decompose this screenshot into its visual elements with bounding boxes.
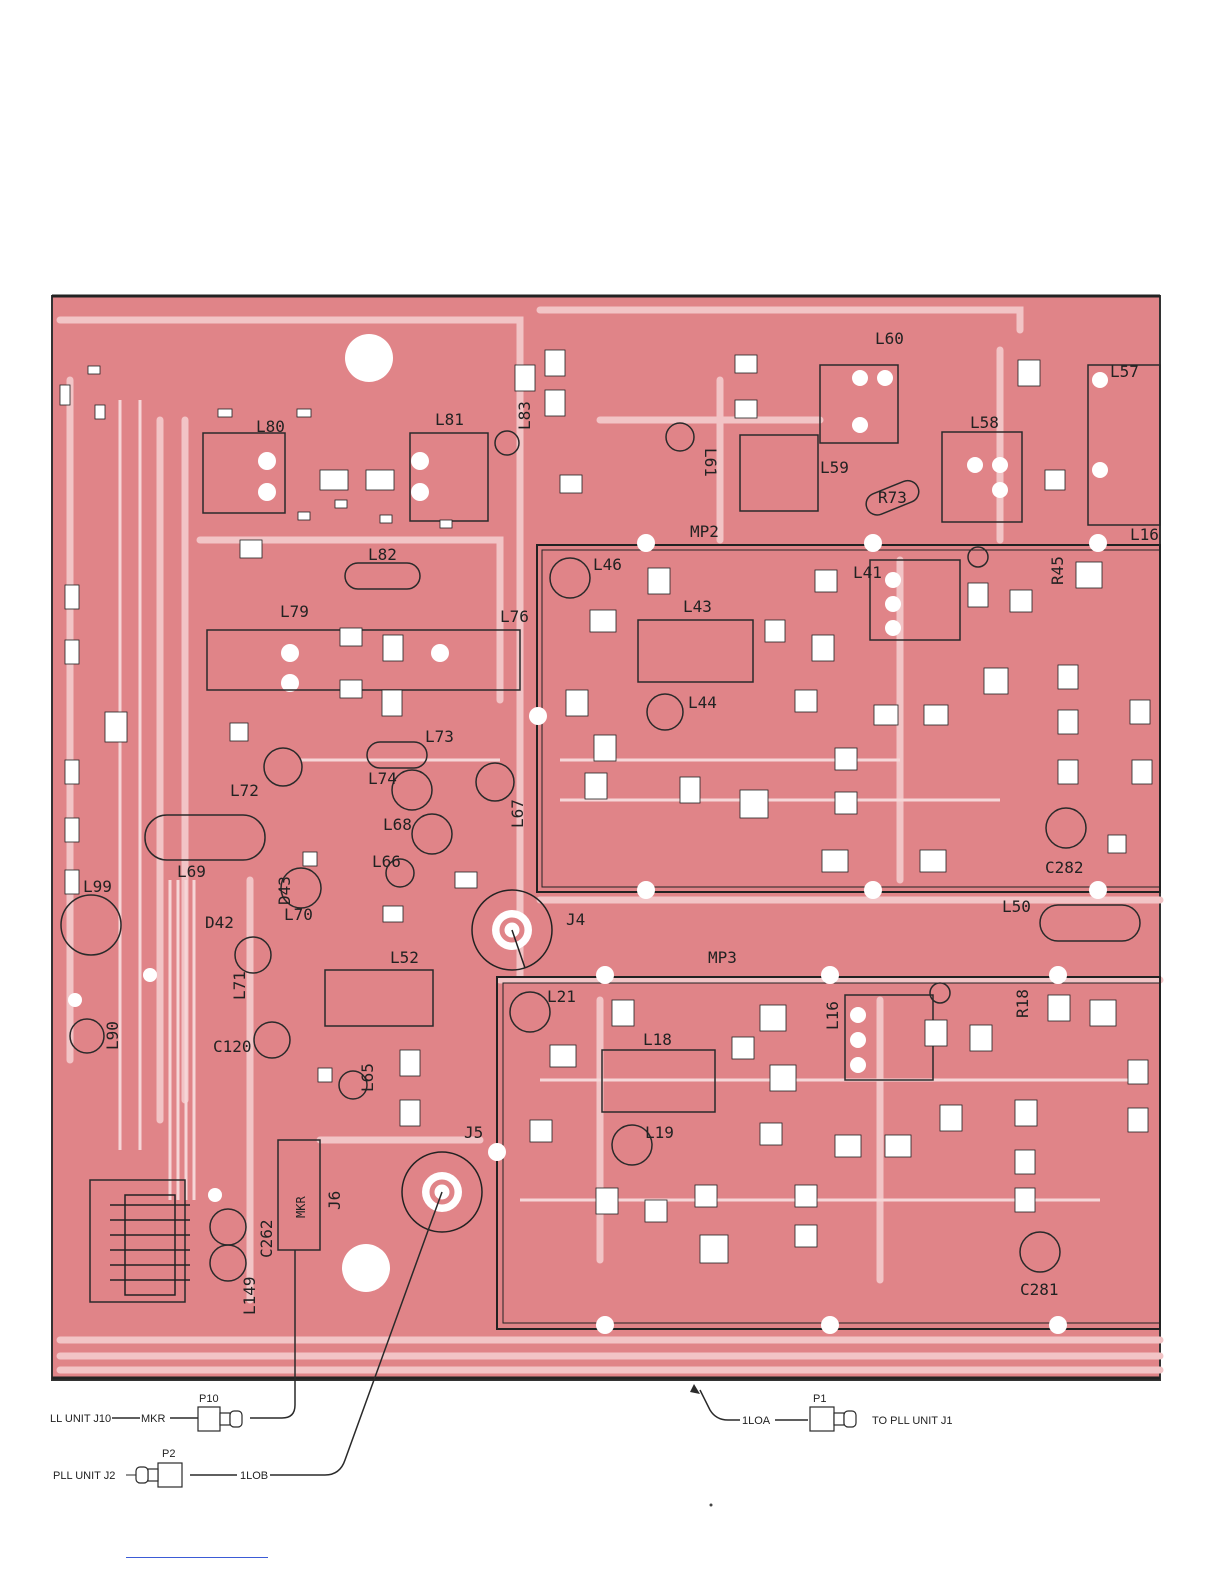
label-L67: L67 bbox=[508, 799, 527, 828]
label-L21: L21 bbox=[547, 987, 576, 1006]
label-L66: L66 bbox=[372, 852, 401, 871]
label-C281: C281 bbox=[1020, 1280, 1059, 1299]
label-L90: L90 bbox=[103, 1021, 122, 1050]
mounting-hole bbox=[345, 334, 393, 382]
label-R18: R18 bbox=[1013, 989, 1032, 1018]
label-D43: D43 bbox=[275, 876, 294, 905]
label-L65: L65 bbox=[358, 1063, 377, 1092]
label-L83: L83 bbox=[515, 401, 534, 430]
label-L99: L99 bbox=[83, 877, 112, 896]
label-L52: L52 bbox=[390, 948, 419, 967]
label-L149: L149 bbox=[240, 1276, 259, 1315]
label-L61: L61 bbox=[701, 448, 720, 477]
label-MKR: MKR bbox=[294, 1196, 308, 1218]
label-L72: L72 bbox=[230, 781, 259, 800]
label-MP2: MP2 bbox=[690, 522, 719, 541]
p2-name: P2 bbox=[162, 1448, 175, 1460]
label-L79: L79 bbox=[280, 602, 309, 621]
arrow-head bbox=[690, 1384, 700, 1394]
connector-labels: LL UNIT J10 MKR P10 PLL UNIT J2 P2 1LOB … bbox=[50, 1393, 953, 1482]
connector-p1 bbox=[810, 1407, 856, 1431]
label-L41: L41 bbox=[853, 563, 882, 582]
label-L60: L60 bbox=[875, 329, 904, 348]
connector-p2 bbox=[136, 1463, 182, 1487]
p1-name: P1 bbox=[813, 1393, 826, 1405]
label-L50: L50 bbox=[1002, 897, 1031, 916]
label-R73: R73 bbox=[878, 488, 907, 507]
label-L71: L71 bbox=[230, 971, 249, 1000]
p1-signal: 1LOA bbox=[742, 1415, 771, 1427]
label-L46: L46 bbox=[593, 555, 622, 574]
label-D42: D42 bbox=[205, 913, 234, 932]
label-J5: J5 bbox=[464, 1123, 483, 1142]
label-L57: L57 bbox=[1110, 362, 1139, 381]
connector-p10 bbox=[198, 1407, 242, 1431]
footer-rule bbox=[126, 1557, 268, 1558]
label-L16-top: L16 bbox=[1130, 525, 1159, 544]
label-L70: L70 bbox=[284, 905, 313, 924]
label-L76: L76 bbox=[500, 607, 529, 626]
label-C262: C262 bbox=[257, 1219, 276, 1258]
p1-dest-text: TO PLL UNIT J1 bbox=[872, 1415, 953, 1427]
label-J4: J4 bbox=[566, 910, 585, 929]
label-C120: C120 bbox=[213, 1037, 252, 1056]
label-L81: L81 bbox=[435, 410, 464, 429]
stray-dot bbox=[710, 1504, 713, 1507]
label-L69: L69 bbox=[177, 862, 206, 881]
p10-mkr-text: MKR bbox=[141, 1413, 166, 1425]
label-L73: L73 bbox=[425, 727, 454, 746]
label-L18: L18 bbox=[643, 1030, 672, 1049]
label-MP3: MP3 bbox=[708, 948, 737, 967]
label-L43: L43 bbox=[683, 597, 712, 616]
label-J6: J6 bbox=[325, 1191, 344, 1210]
label-L74: L74 bbox=[368, 769, 397, 788]
mounting-hole bbox=[342, 1244, 390, 1292]
label-L80: L80 bbox=[256, 417, 285, 436]
p10-dest-text: LL UNIT J10 bbox=[50, 1413, 111, 1425]
label-L44: L44 bbox=[688, 693, 717, 712]
label-R45: R45 bbox=[1048, 556, 1067, 585]
label-L68: L68 bbox=[383, 815, 412, 834]
p10-name: P10 bbox=[199, 1393, 219, 1405]
label-L58: L58 bbox=[970, 413, 999, 432]
label-L19: L19 bbox=[645, 1123, 674, 1142]
p2-dest-text: PLL UNIT J2 bbox=[53, 1470, 115, 1482]
label-L16: L16 bbox=[823, 1001, 842, 1030]
pcb-board bbox=[52, 296, 1160, 1380]
p2-signal: 1LOB bbox=[240, 1470, 268, 1482]
label-L59: L59 bbox=[820, 458, 849, 477]
label-L82: L82 bbox=[368, 545, 397, 564]
label-C282: C282 bbox=[1045, 858, 1084, 877]
